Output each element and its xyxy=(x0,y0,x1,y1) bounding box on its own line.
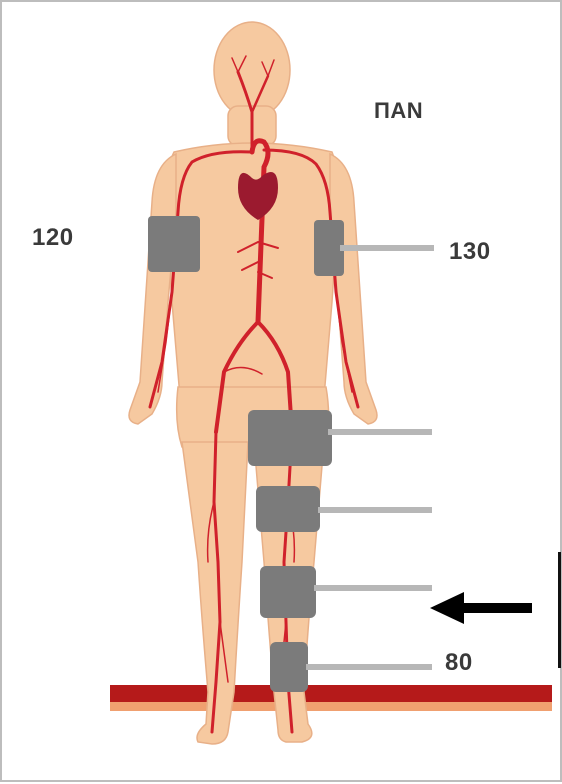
right-arm-pressure-label: 130 xyxy=(449,238,491,266)
cuff-left-arm xyxy=(148,216,200,272)
cuff-calf xyxy=(260,566,316,618)
cuff-ankle xyxy=(270,642,308,692)
ankle-pressure-label: 80 xyxy=(445,649,473,677)
left-arm-pressure-label: 120 xyxy=(32,224,74,252)
edge-marker xyxy=(558,552,561,668)
region-label: ΠΑΝ xyxy=(374,98,423,124)
floor-orange-bar xyxy=(110,702,552,711)
cuff-knee xyxy=(256,486,320,532)
arrow-left-icon xyxy=(430,592,532,624)
cuff-right-arm xyxy=(314,220,344,276)
floor-red-bar xyxy=(110,685,552,702)
cuff-thigh xyxy=(248,410,332,466)
